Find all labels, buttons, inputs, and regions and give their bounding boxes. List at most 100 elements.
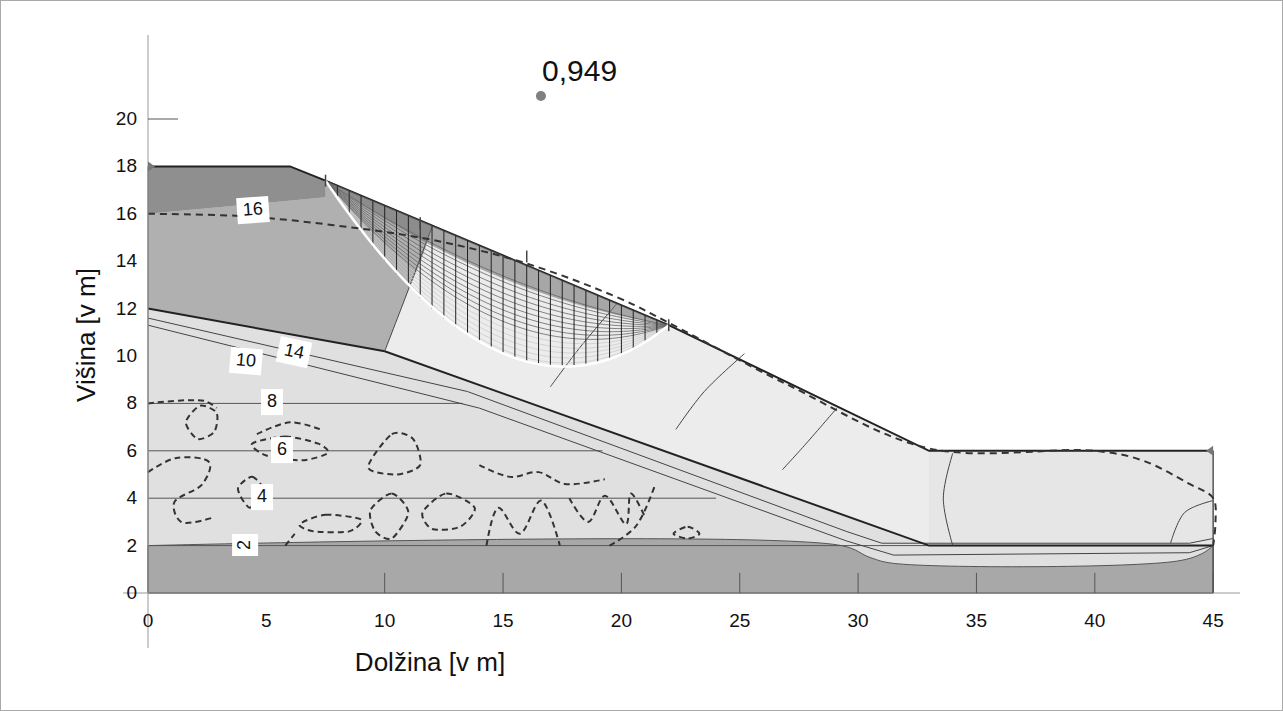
y-tick-label: 6 bbox=[126, 440, 137, 461]
trial-slip-surface bbox=[326, 181, 669, 326]
dashed-zone bbox=[610, 486, 655, 545]
x-tick-label: 15 bbox=[492, 611, 513, 632]
slice-line bbox=[491, 250, 492, 348]
x-tick-label: 35 bbox=[966, 611, 987, 632]
slice-line bbox=[526, 265, 527, 361]
boundary-marker bbox=[148, 161, 155, 171]
y-tick-label: 14 bbox=[116, 251, 137, 272]
x-tick bbox=[858, 573, 859, 593]
natural-ground bbox=[148, 166, 1213, 593]
dashed-zone bbox=[148, 400, 217, 408]
contour-label: 10 bbox=[229, 347, 263, 375]
slice-boundary bbox=[782, 408, 836, 470]
dashed-zone bbox=[569, 493, 645, 524]
x-tick bbox=[621, 573, 622, 593]
water-table bbox=[148, 214, 1216, 546]
x-tick-label: 25 bbox=[729, 611, 750, 632]
level-line bbox=[148, 450, 602, 451]
dashed-zone bbox=[422, 493, 475, 529]
x-tick-label: 30 bbox=[848, 611, 869, 632]
y-tick bbox=[148, 119, 178, 120]
slice-line bbox=[432, 225, 433, 308]
y-axis bbox=[148, 35, 149, 648]
trial-slip-surface bbox=[326, 181, 669, 327]
ground-surface bbox=[148, 166, 1213, 450]
boundary-marker bbox=[1206, 446, 1213, 456]
slice-line bbox=[621, 305, 622, 355]
y-tick-label: 8 bbox=[126, 393, 137, 414]
layer-boundary bbox=[148, 325, 1213, 555]
dashed-zone bbox=[257, 422, 321, 434]
x-tick-label: 5 bbox=[261, 611, 272, 632]
x-axis bbox=[123, 593, 1240, 594]
contour-label: 2 bbox=[232, 534, 258, 556]
dashed-zone bbox=[479, 465, 604, 484]
dashed-zone bbox=[186, 406, 218, 440]
slice-line bbox=[656, 320, 657, 333]
x-tick bbox=[1094, 573, 1095, 593]
x-tick bbox=[1213, 573, 1214, 593]
trial-slip-surface bbox=[326, 181, 669, 340]
x-tick-label: 40 bbox=[1084, 611, 1105, 632]
contour-label: 4 bbox=[251, 484, 273, 510]
axis-title: Višina [v m] bbox=[72, 268, 101, 402]
slice-line bbox=[597, 295, 598, 362]
trial-slip-surface bbox=[326, 181, 669, 336]
layer-boundary bbox=[148, 318, 1213, 543]
y-tick-label: 20 bbox=[116, 109, 137, 130]
y-tick-label: 2 bbox=[126, 535, 137, 556]
slice-line bbox=[503, 255, 504, 353]
slip-zone-shading bbox=[326, 181, 669, 326]
surface-marker bbox=[419, 217, 421, 229]
dashed-zone bbox=[486, 501, 559, 546]
slice-line bbox=[514, 260, 515, 358]
x-tick-label: 10 bbox=[374, 611, 395, 632]
slice-line bbox=[443, 230, 444, 318]
y-tick-label: 4 bbox=[126, 488, 137, 509]
safety-factor: 0,949 bbox=[542, 54, 617, 87]
surface-marker bbox=[526, 251, 528, 263]
bedrock-layer bbox=[148, 539, 1213, 593]
trial-slip-surface bbox=[326, 181, 669, 349]
surface-marker bbox=[668, 319, 670, 331]
y-tick-label: 10 bbox=[116, 346, 137, 367]
dashed-zone bbox=[285, 534, 294, 546]
y-tick-label: 18 bbox=[116, 156, 137, 177]
x-tick-label: 45 bbox=[1203, 611, 1224, 632]
y-tick-label: 0 bbox=[126, 583, 137, 604]
x-tick bbox=[503, 573, 504, 593]
contour-label: 8 bbox=[261, 389, 283, 415]
slice-line bbox=[420, 221, 421, 298]
x-tick-label: 20 bbox=[611, 611, 632, 632]
slice-line bbox=[384, 206, 385, 261]
slice-line bbox=[550, 275, 551, 365]
slice-line bbox=[479, 245, 480, 342]
slice-line bbox=[538, 270, 539, 364]
trial-slip-surface bbox=[326, 181, 669, 344]
trial-slip-surface bbox=[326, 181, 669, 326]
surface-marker bbox=[325, 175, 327, 187]
dashed-zone bbox=[299, 515, 361, 533]
contour-label: 16 bbox=[236, 196, 270, 224]
slice-line bbox=[562, 280, 563, 366]
fill-boundary bbox=[148, 309, 1213, 546]
slice-line bbox=[574, 285, 575, 366]
slice-line bbox=[408, 216, 409, 287]
trial-slip-surface bbox=[326, 181, 669, 358]
y-tick-label: 12 bbox=[116, 298, 137, 319]
right-boundary bbox=[1212, 451, 1214, 593]
axis-title: Dolžina [v m] bbox=[355, 648, 505, 677]
dashed-zone bbox=[370, 493, 409, 539]
contour-label: 14 bbox=[276, 336, 313, 368]
trial-slip-surface bbox=[326, 181, 669, 326]
trial-slip-surface bbox=[326, 181, 669, 353]
slice-line bbox=[645, 315, 646, 340]
slice-boundary bbox=[1171, 501, 1214, 544]
critical-slip-surface bbox=[326, 181, 669, 367]
slice-boundary bbox=[943, 453, 952, 545]
slice-line bbox=[396, 211, 397, 274]
slice-line bbox=[455, 235, 456, 327]
dashed-zone bbox=[673, 527, 699, 539]
slice-line bbox=[467, 240, 468, 335]
